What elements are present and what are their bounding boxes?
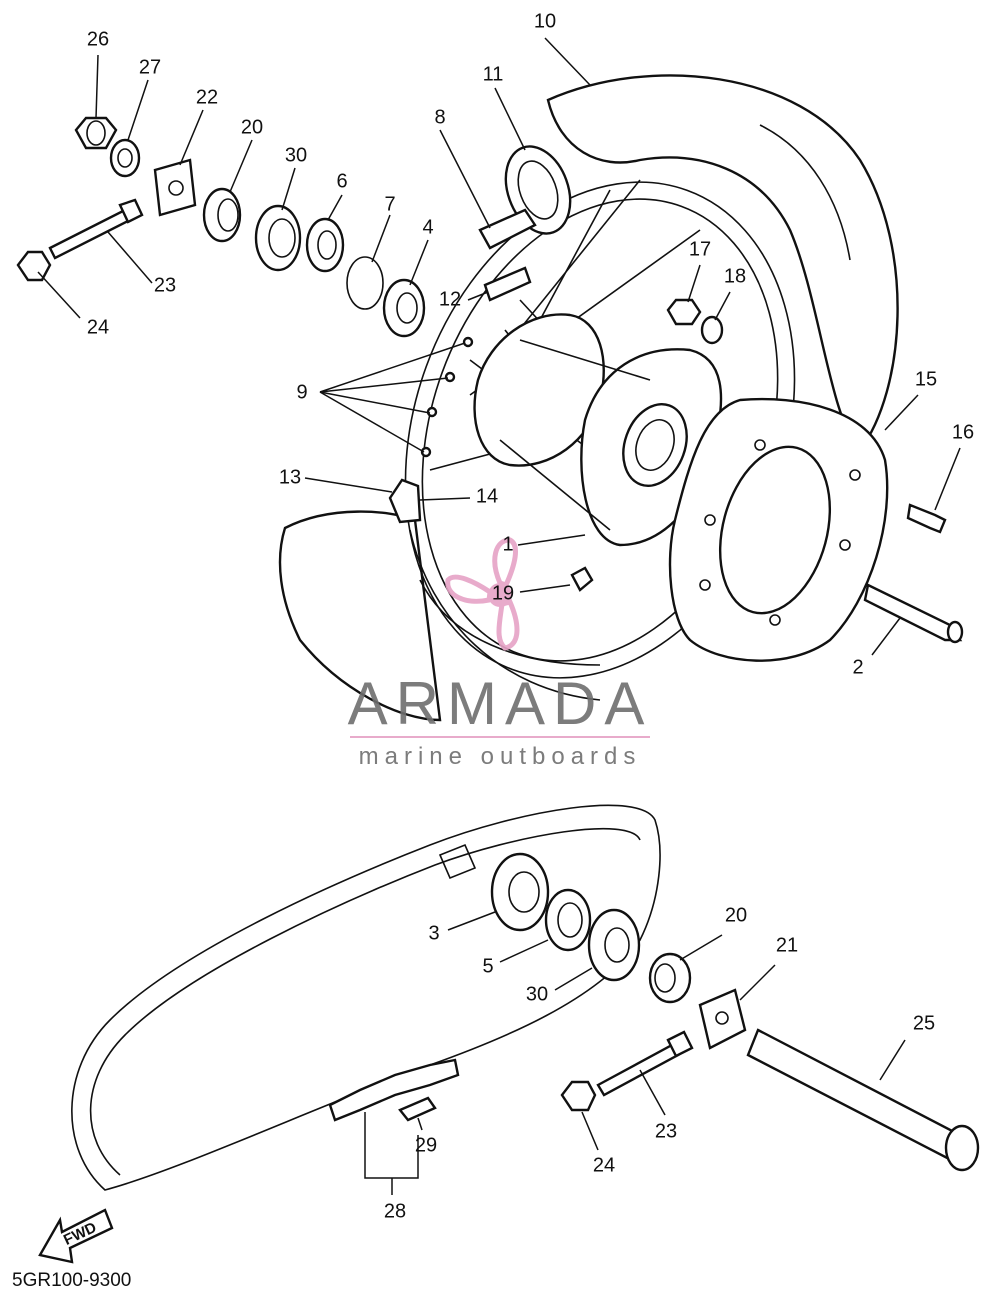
fwd-arrow: FWD <box>38 1208 114 1264</box>
valve-stem <box>483 266 532 302</box>
rear-axle <box>746 1028 980 1172</box>
callout-4: 4 <box>422 216 433 238</box>
callout-14: 14 <box>476 485 498 507</box>
chain-puller-right <box>698 988 747 1050</box>
sprocket <box>668 397 889 662</box>
washer-left <box>109 138 141 178</box>
callout-23: 23 <box>154 274 176 296</box>
callout-19: 19 <box>492 582 514 604</box>
axle-nut-left <box>74 116 118 150</box>
logo-blade <box>492 537 518 589</box>
distance-collar <box>863 583 964 644</box>
logo-blade <box>496 599 520 651</box>
locknut-left <box>16 250 52 282</box>
propeller-logo <box>445 537 520 651</box>
callout-6: 6 <box>336 170 347 192</box>
oil-seal-left <box>254 204 302 272</box>
callout-5: 5 <box>482 955 493 977</box>
callout-27: 27 <box>139 56 161 78</box>
bearing-left <box>305 217 345 273</box>
balance-weight <box>570 566 594 592</box>
callout-17: 17 <box>689 238 711 260</box>
callout-29: 29 <box>415 1134 437 1156</box>
tire-valve-cap <box>388 478 422 524</box>
callout-24-lower: 24 <box>593 1154 615 1176</box>
callout-10: 10 <box>534 10 556 32</box>
callout-25: 25 <box>913 1012 935 1034</box>
sprocket-nut <box>666 298 702 326</box>
chain-puller-left <box>153 158 197 217</box>
leader-lines <box>37 37 961 1195</box>
callout-30-lower: 30 <box>526 983 548 1005</box>
lock-washer <box>700 315 724 345</box>
bearing-right <box>490 852 550 932</box>
rim-band <box>478 208 537 250</box>
armada-watermark: ARMADA marine outboards <box>348 537 653 770</box>
bearing-hub <box>382 278 426 338</box>
callout-13: 13 <box>279 466 301 488</box>
watermark-title: ARMADA <box>348 670 653 737</box>
callout-23-lower: 23 <box>655 1120 677 1142</box>
chain-joint <box>328 1058 460 1122</box>
callout-20: 20 <box>241 116 263 138</box>
drive-chain <box>71 804 661 1191</box>
sprocket-bolt <box>906 503 947 534</box>
logo-blade <box>445 574 493 604</box>
tire <box>278 74 899 722</box>
master-link-clip <box>398 1096 437 1122</box>
oil-seal-right <box>587 908 641 982</box>
callout-16: 16 <box>952 421 974 443</box>
spacer-right <box>544 888 592 952</box>
adjusting-bolt-right <box>596 1030 694 1097</box>
callout-15: 15 <box>915 368 937 390</box>
callout-2: 2 <box>852 656 863 678</box>
callout-22: 22 <box>196 86 218 108</box>
callout-26: 26 <box>87 28 109 50</box>
watermark-subtitle: marine outboards <box>359 743 642 770</box>
callout-12: 12 <box>439 288 461 310</box>
circlip <box>346 256 384 310</box>
adjusting-bolt-left <box>48 198 144 260</box>
collar-right <box>648 952 692 1004</box>
callout-9: 9 <box>296 381 307 403</box>
callouts: 26 27 22 20 30 6 7 4 23 24 10 11 8 12 9 … <box>87 10 974 1222</box>
collar-left <box>202 187 242 243</box>
callout-3: 3 <box>428 922 439 944</box>
callout-24: 24 <box>87 316 109 338</box>
callout-18: 18 <box>724 265 746 287</box>
part-code: 5GR100-9300 <box>12 1270 131 1291</box>
callout-8: 8 <box>434 106 445 128</box>
callout-1: 1 <box>502 533 513 555</box>
callout-7: 7 <box>384 193 395 215</box>
callout-28: 28 <box>384 1200 406 1222</box>
locknut-right <box>560 1080 597 1112</box>
callout-30: 30 <box>285 144 307 166</box>
callout-20-lower: 20 <box>725 904 747 926</box>
callout-21: 21 <box>776 934 798 956</box>
callout-11: 11 <box>483 63 504 85</box>
